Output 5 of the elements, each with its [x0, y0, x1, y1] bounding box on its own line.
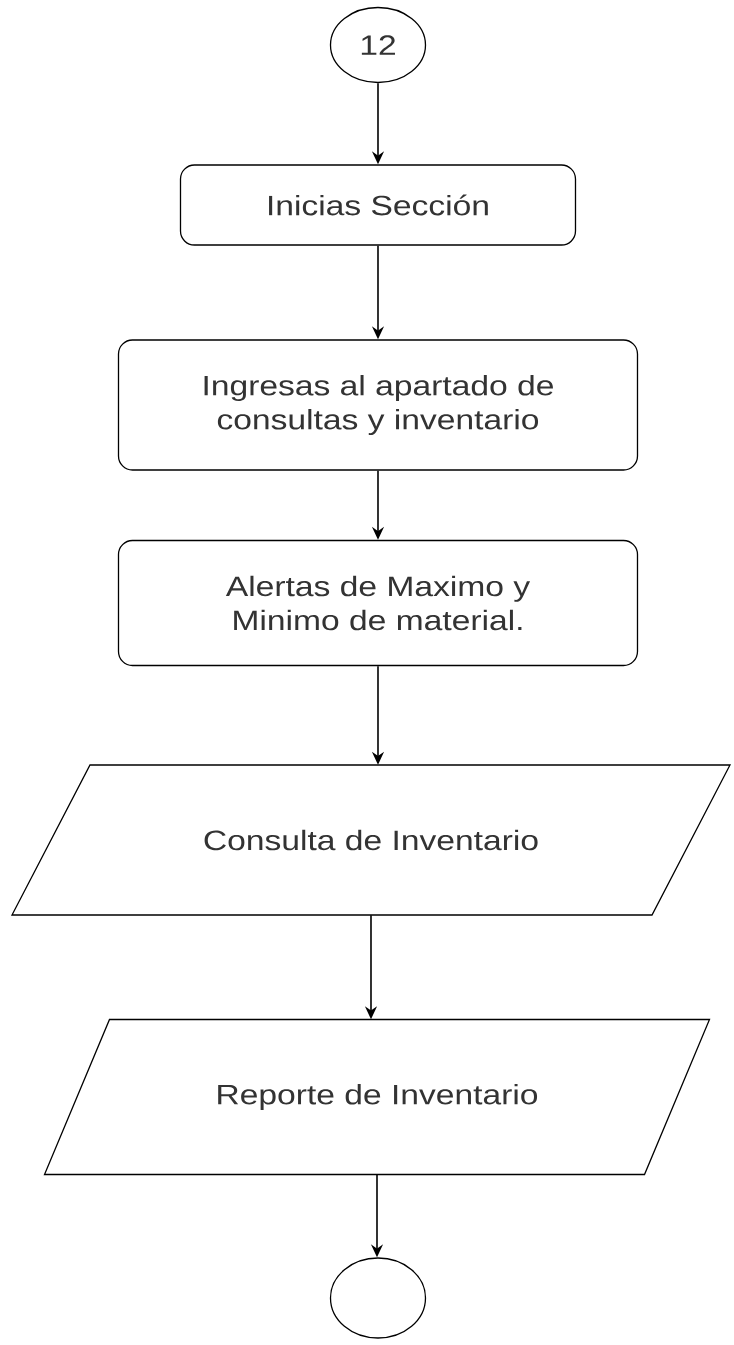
process-box: Alertas de Maximo y Minimo de material.	[117, 539, 639, 667]
process-box: Inicias Sección	[179, 164, 577, 246]
data-parallelogram: Reporte de Inventario	[43, 1018, 711, 1176]
process-box: Ingresas al apartado de consultas y inventario	[117, 339, 639, 471]
terminal-ellipse	[329, 1257, 427, 1339]
